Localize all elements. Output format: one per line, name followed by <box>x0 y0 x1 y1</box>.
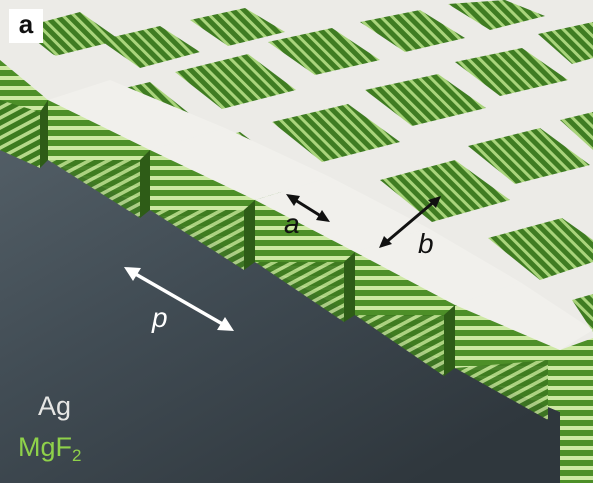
dimension-arrow-a <box>286 194 330 222</box>
legend-mgf2: MgF2 <box>18 432 81 466</box>
dimension-label-p: p <box>152 302 168 333</box>
dimension-arrow-p <box>124 267 234 331</box>
dimension-label-a: a <box>284 208 300 239</box>
legend-mgf2-label: MgF <box>18 432 72 462</box>
legend-ag: Ag <box>38 391 72 421</box>
dimension-arrow-b <box>379 196 441 248</box>
dimension-label-b: b <box>418 228 434 259</box>
legend-mgf2-subscript: 2 <box>72 446 82 465</box>
panel-label: a <box>9 9 43 43</box>
layer-stack-side-faces <box>0 100 548 420</box>
